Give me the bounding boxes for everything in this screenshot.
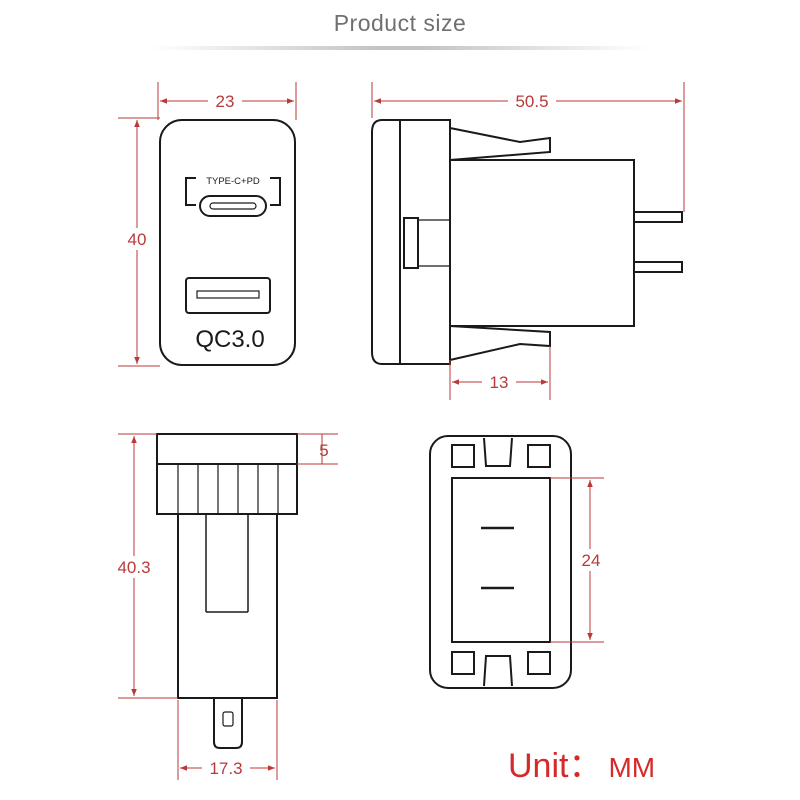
- width-17-3-label: 17.3: [209, 759, 242, 778]
- typec-bracket-left: [185, 177, 196, 206]
- side-pin-top: [633, 211, 683, 223]
- rear-tab-tr: [527, 444, 551, 468]
- usb-c-port-icon: [199, 195, 267, 217]
- rear-latch-bottom: [483, 655, 513, 687]
- rear-body: [451, 477, 551, 643]
- usb-c-tongue: [209, 202, 257, 210]
- side-clip-bottom: [449, 325, 551, 361]
- usb-a-port-icon: [185, 277, 271, 314]
- flange-5-label: 5: [319, 441, 328, 460]
- front-view: [159, 119, 296, 366]
- cap-top: [156, 433, 298, 465]
- length-50-5-label: 50.5: [515, 92, 548, 111]
- width-23-label: 23: [216, 92, 235, 111]
- rear-view: [429, 435, 572, 689]
- height-40-3-label: 40.3: [117, 558, 150, 577]
- terminal-hole: [222, 711, 234, 727]
- unit-label: Unit：: [508, 747, 603, 785]
- typec-bracket-right: [270, 177, 281, 206]
- terminal-pin: [213, 698, 243, 749]
- qc3-label: QC3.0: [195, 326, 264, 353]
- side-pin-bottom: [633, 261, 683, 273]
- lower-left-dimension-lines: [118, 433, 338, 780]
- lower-left-view: [156, 433, 298, 749]
- rear-latch-top: [483, 437, 513, 467]
- height-40-label: 40: [128, 230, 147, 249]
- side-view: [371, 119, 683, 365]
- lower-body: [177, 514, 278, 699]
- typec-pd-label: TYPE-C+PD: [206, 176, 260, 187]
- side-body: [449, 159, 635, 327]
- side-bezel-curve: [371, 119, 401, 365]
- unit-caption: Unit：MM: [508, 738, 655, 787]
- flange-band: [156, 463, 298, 515]
- title-underline: [150, 46, 650, 50]
- usb-a-tongue: [196, 290, 260, 299]
- rear-tab-tl: [451, 444, 475, 468]
- rear-tab-br: [527, 651, 551, 675]
- clip-13-label: 13: [490, 373, 509, 392]
- side-flange: [399, 119, 451, 365]
- front-body-outline: [159, 119, 296, 366]
- front-dimension-lines: [118, 82, 297, 367]
- rear-tab-bl: [451, 651, 475, 675]
- spacing-24-label: 24: [582, 551, 601, 570]
- page-title: Product size: [333, 10, 467, 36]
- side-notch: [403, 217, 419, 269]
- unit-value: MM: [608, 752, 656, 783]
- side-clip-top: [449, 127, 551, 161]
- rear-outline: [429, 435, 572, 689]
